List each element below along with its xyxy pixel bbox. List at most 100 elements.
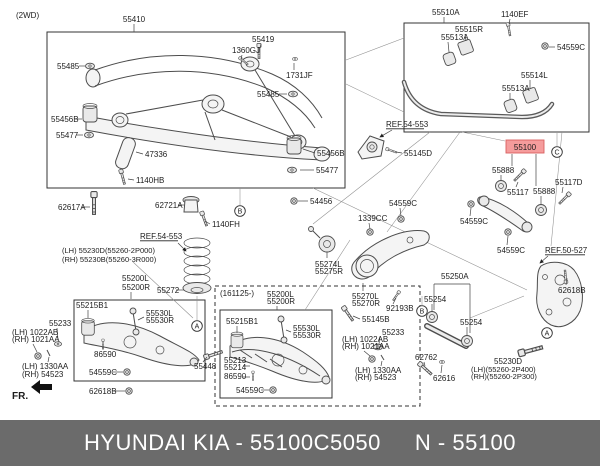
section-boxes xyxy=(46,22,590,407)
part-label-55485: 55485 xyxy=(57,62,80,71)
section-marker-letter: A xyxy=(195,324,200,331)
part-label-55254: 55254 xyxy=(460,318,483,327)
leader-line xyxy=(399,207,402,217)
part-label-55274l: 55274L xyxy=(315,260,342,269)
part-label-1339cc: 1339CC xyxy=(358,214,388,223)
leader-line xyxy=(56,327,59,341)
leader-line xyxy=(423,361,426,367)
leader-line xyxy=(440,364,443,374)
part-label-55272: 55272 xyxy=(157,286,180,295)
leader-line xyxy=(392,297,397,305)
leader-line xyxy=(32,343,38,353)
part-label-55233: 55233 xyxy=(49,319,72,328)
stabilizer-bracket-left xyxy=(522,87,539,104)
banner-right-text: N - 55100 xyxy=(414,430,517,455)
part-label-1140hb: 1140HB xyxy=(136,176,164,185)
part-label-ref54553: REF.54-553 xyxy=(386,120,429,129)
part-label-55254: 55254 xyxy=(424,295,447,304)
part-label-55275r: 55275R xyxy=(315,267,343,276)
stabilizer-bushing-left xyxy=(503,98,518,113)
knuckle-art xyxy=(536,261,583,328)
part-label-55530r: 55530R xyxy=(293,331,321,340)
part-label-62618b: 62618B xyxy=(89,387,117,396)
leader-line xyxy=(447,41,450,53)
trailing-arm-art xyxy=(308,226,430,280)
leader-line xyxy=(464,33,467,42)
section-marker-circle xyxy=(541,327,553,339)
leader-line xyxy=(352,315,361,320)
section-marker-c: C xyxy=(551,146,563,158)
part-label-62616: 62616 xyxy=(433,374,456,383)
section-marker-letter: B xyxy=(238,209,243,216)
part-label-55530l: 55530L xyxy=(146,309,173,318)
leader-line xyxy=(137,316,145,321)
part-label-55410: 55410 xyxy=(123,15,146,24)
subframe-box xyxy=(46,31,346,189)
stabilizer-bracket-right xyxy=(457,39,474,56)
part-label-55510a: 55510A xyxy=(432,8,460,17)
labels-layer: (2WD)5541055485554191360GJ1731JF55485554… xyxy=(12,8,588,402)
part-label-lh55230d552602p000: (LH) 55230D(55260-2P000) xyxy=(62,246,155,255)
leader-line xyxy=(380,360,383,367)
part-label-47336: 47336 xyxy=(145,150,168,159)
part-label-1140fh: 1140FH xyxy=(212,220,240,229)
part-label-54559c: 54559C xyxy=(460,217,488,226)
part-label-55200l: 55200L xyxy=(122,274,149,283)
leader-line xyxy=(395,151,403,154)
part-label-55530r: 55530R xyxy=(146,316,174,325)
part-label-rh54523: (RH) 54523 xyxy=(355,373,397,382)
leader-line xyxy=(204,220,211,225)
construction-lines xyxy=(132,37,563,333)
part-label-62762: 62762 xyxy=(415,353,438,362)
part-label-2wd: (2WD) xyxy=(16,11,39,20)
part-label-55100: 55100 xyxy=(514,143,537,152)
part-label-55888: 55888 xyxy=(533,187,556,196)
leader-line xyxy=(508,18,511,25)
coil-spring-art xyxy=(182,237,212,294)
part-label-55215b1: 55215B1 xyxy=(226,317,259,326)
part-label-86590: 86590 xyxy=(224,372,247,381)
part-label-55477: 55477 xyxy=(316,166,339,175)
arm-reinforcement-art xyxy=(231,349,321,377)
part-label-lh1022ab: (LH) 1022AB xyxy=(342,335,388,344)
part-label-55514l: 55514L xyxy=(521,71,548,80)
part-label-55448: 55448 xyxy=(194,362,217,371)
part-label-55515r: 55515R xyxy=(455,25,483,34)
leader-line xyxy=(506,235,509,246)
part-label-rh1021aa: (RH) 1021AA xyxy=(12,335,60,344)
lower-arm-right-art xyxy=(229,315,331,385)
part-label-54559c: 54559C xyxy=(557,43,585,52)
leader-line xyxy=(202,356,208,363)
leader-line xyxy=(469,207,472,217)
stabilizer-link-art xyxy=(277,315,285,323)
section-marker-letter: B xyxy=(420,309,425,316)
section-marker-a: A xyxy=(191,320,203,332)
part-label-55250a: 55250A xyxy=(441,272,469,281)
lower-arm-left-box xyxy=(73,299,206,382)
upper-arm-art xyxy=(477,180,547,233)
part-label-rh552602p300: (RH)(55260-2P300) xyxy=(471,372,537,381)
leader-line xyxy=(368,222,371,230)
leader-line xyxy=(240,54,243,60)
section-marker-a: A xyxy=(541,327,553,339)
part-label-rh55230b552603r000: (RH) 55230B(55260-3R000) xyxy=(62,255,157,264)
banner: HYUNDAI KIA - 55100C5050 N - 55100 xyxy=(0,420,600,466)
part-label-161125: (161125-) xyxy=(220,289,254,298)
leader-line xyxy=(47,356,50,363)
leader-line xyxy=(363,350,371,357)
part-label-55200l: 55200L xyxy=(267,290,294,299)
part-label-54559c: 54559C xyxy=(389,199,417,208)
leader-line xyxy=(379,129,393,138)
leader-line xyxy=(565,277,568,286)
stabilizer-bushing-right xyxy=(442,51,457,66)
spring-pad-art xyxy=(182,282,212,294)
part-label-55213: 55213 xyxy=(224,356,247,365)
leader-line xyxy=(539,255,549,264)
lower-arm-left-art xyxy=(81,307,200,367)
part-label-55456b: 55456B xyxy=(317,149,345,158)
part-label-54559c: 54559C xyxy=(236,386,264,395)
diagram-canvas: (2WD)5541055485554191360GJ1731JF55485554… xyxy=(12,8,590,407)
section-marker-letter: C xyxy=(554,150,559,157)
stabilizer-link-art xyxy=(129,307,137,315)
